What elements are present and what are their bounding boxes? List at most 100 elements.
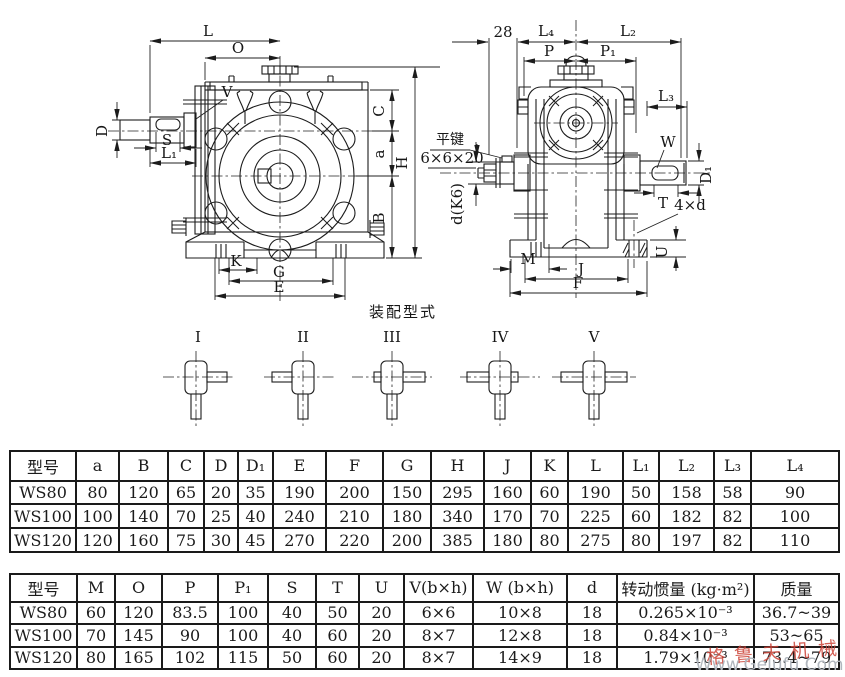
dim-label-dK6: d(K6) <box>448 183 466 225</box>
dim-label-C: C <box>370 105 388 116</box>
cell: 70 <box>76 623 116 648</box>
dim-label-L3: L₃ <box>658 87 674 105</box>
header-cell: a <box>75 450 120 482</box>
dim-label-U: U <box>653 246 671 259</box>
cell: 82 <box>713 527 752 553</box>
dim-label-P: P <box>544 42 554 60</box>
header-cell: V(b×h) <box>403 573 474 603</box>
assembly-type-5: V <box>552 328 636 429</box>
cell: 20 <box>358 623 405 648</box>
cell: 158 <box>658 479 715 506</box>
cell: 73.4~79 <box>753 645 840 671</box>
cell: 140 <box>118 503 169 530</box>
cell: 200 <box>382 527 432 553</box>
dim-label-G: G <box>273 263 285 281</box>
cell: 120 <box>75 527 120 553</box>
cell: WS100 <box>9 503 77 530</box>
cell: 50 <box>315 600 360 626</box>
header-cell: O <box>114 573 163 603</box>
cell: 100 <box>75 503 120 530</box>
cell: 75 <box>167 527 205 553</box>
assembly-type-2: II <box>264 328 336 429</box>
header-cell: L <box>567 450 624 482</box>
cell: 225 <box>567 503 624 530</box>
cell: 180 <box>483 527 532 553</box>
dim-label-4xd: 4×d <box>674 196 706 214</box>
header-cell: 型号 <box>9 450 77 482</box>
cell: 8×7 <box>403 645 474 671</box>
header-cell: 转动惯量 (kg·m²) <box>616 573 755 603</box>
header-cell: C <box>167 450 205 482</box>
cell: 82 <box>713 503 752 530</box>
assembly-title: 装配型式 <box>369 303 437 321</box>
cell: 53~65 <box>753 623 840 648</box>
cell: 60 <box>76 600 116 626</box>
header-cell: D <box>203 450 239 482</box>
dim-label-28: 28 <box>493 23 512 41</box>
cell: 275 <box>567 527 624 553</box>
header-cell: U <box>358 573 405 603</box>
cell: 100 <box>217 623 269 648</box>
cell: 197 <box>658 527 715 553</box>
dim-label-L2: L₂ <box>620 22 636 40</box>
cell: 160 <box>118 527 169 553</box>
cell: 60 <box>315 623 360 648</box>
cell: 18 <box>566 623 618 648</box>
dim-label-W: W <box>660 133 676 151</box>
dim-label-J: J <box>576 260 584 278</box>
cell: 80 <box>75 479 120 506</box>
dim-label-F: F <box>573 274 583 292</box>
cell: 60 <box>530 479 569 506</box>
cell: 240 <box>272 503 327 530</box>
cell: 115 <box>217 645 269 671</box>
cell: 200 <box>325 479 384 506</box>
flat-key-label: 平键 <box>436 132 464 148</box>
cell: 40 <box>267 600 317 626</box>
dim-label-P1: P₁ <box>600 42 616 60</box>
dim-label-D1: D₁ <box>697 166 715 184</box>
watermark-url-text: Www.Gelufu.Com <box>695 655 844 675</box>
cell: WS80 <box>9 479 77 506</box>
cell: 18 <box>566 600 618 626</box>
cell: 120 <box>114 600 163 626</box>
cell: 18 <box>566 645 618 671</box>
assembly-type-3: III <box>352 328 432 429</box>
cell: 12×8 <box>472 623 568 648</box>
dim-label-D: D <box>93 125 111 137</box>
header-cell: S <box>267 573 317 603</box>
cell: 20 <box>358 645 405 671</box>
cell: 160 <box>483 479 532 506</box>
cell: 70 <box>530 503 569 530</box>
dim-label-L: L <box>203 22 213 40</box>
dim-label-L4: L₄ <box>538 22 554 40</box>
cell: 220 <box>325 527 384 553</box>
header-cell: H <box>430 450 485 482</box>
cell: 385 <box>430 527 485 553</box>
cell: 0.84×10⁻³ <box>616 623 755 648</box>
cell: 30 <box>203 527 239 553</box>
assembly-type-1-label: I <box>195 328 201 346</box>
cell: 35 <box>237 479 274 506</box>
assembly-type-3-label: III <box>383 328 401 346</box>
header-cell: L₁ <box>622 450 660 482</box>
assembly-type-4-label: IV <box>492 328 510 346</box>
header-cell: M <box>76 573 116 603</box>
cell: 45 <box>237 527 274 553</box>
cell: 0.265×10⁻³ <box>616 600 755 626</box>
cell: WS120 <box>9 645 78 671</box>
header-cell: D₁ <box>237 450 274 482</box>
cell: 65 <box>167 479 205 506</box>
assembly-type-4: IV <box>460 328 540 429</box>
cell: WS120 <box>9 527 77 553</box>
cell: 120 <box>118 479 169 506</box>
cell: 100 <box>750 503 840 530</box>
dim-label-B: B <box>370 212 388 223</box>
cell: 36.7~39 <box>753 600 840 626</box>
dim-label-K: K <box>230 252 242 270</box>
